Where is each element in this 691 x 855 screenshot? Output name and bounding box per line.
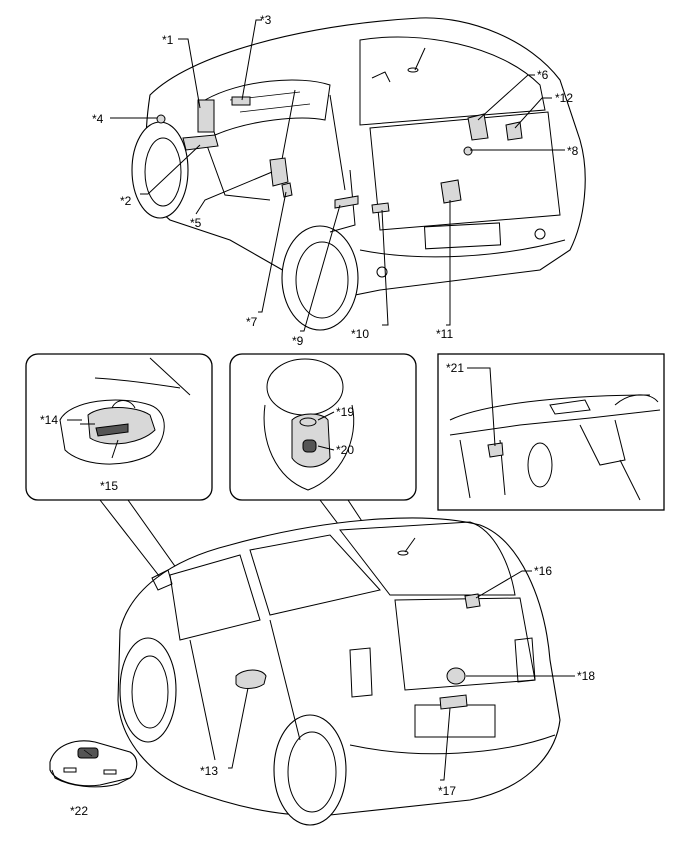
label-2: *2 bbox=[120, 194, 132, 208]
leader-19 bbox=[317, 411, 335, 421]
part-16 bbox=[464, 593, 481, 609]
leader-13 bbox=[228, 687, 249, 769]
bottom-vehicle-illustration bbox=[117, 517, 561, 826]
label-12: *12 bbox=[555, 91, 573, 105]
label-18: *18 bbox=[577, 669, 595, 683]
part-17 bbox=[439, 694, 468, 710]
part-6 bbox=[467, 113, 489, 141]
top-vehicle-illustration bbox=[131, 17, 586, 331]
label-4: *4 bbox=[92, 112, 104, 126]
label-9: *9 bbox=[292, 334, 304, 348]
part-13 bbox=[235, 669, 267, 689]
label-15: *15 bbox=[100, 479, 118, 493]
label-1: *1 bbox=[162, 33, 174, 47]
part-2 bbox=[182, 134, 219, 151]
part-12 bbox=[505, 121, 523, 141]
label-8: *8 bbox=[567, 144, 579, 158]
label-11: *11 bbox=[436, 327, 453, 341]
leader-16 bbox=[475, 570, 532, 599]
part-18 bbox=[446, 667, 466, 685]
label-19: *19 bbox=[336, 405, 354, 419]
label-7: *7 bbox=[246, 315, 258, 329]
label-10: *10 bbox=[351, 327, 369, 341]
smart-key-illustration bbox=[49, 740, 138, 788]
leader-15 bbox=[111, 439, 119, 459]
part-9 bbox=[334, 195, 359, 209]
label-22: *22 bbox=[70, 804, 88, 818]
part-5 bbox=[269, 157, 289, 187]
leader-17 bbox=[440, 707, 451, 781]
leader-21 bbox=[467, 367, 496, 447]
part-1 bbox=[197, 99, 215, 133]
leader-20 bbox=[317, 445, 335, 451]
detail-box-back-door-switch bbox=[229, 353, 417, 501]
detail-box-door-handle bbox=[25, 353, 213, 501]
detail-box-instrument-panel bbox=[437, 353, 665, 511]
label-13: *13 bbox=[200, 764, 218, 778]
label-20: *20 bbox=[336, 443, 354, 457]
part-8 bbox=[463, 146, 473, 156]
label-5: *5 bbox=[190, 216, 202, 230]
label-14: *14 bbox=[40, 413, 58, 427]
part-3 bbox=[231, 96, 251, 106]
part-11 bbox=[440, 179, 462, 204]
part-7 bbox=[281, 182, 293, 198]
label-21: *21 bbox=[446, 361, 464, 375]
label-6: *6 bbox=[537, 68, 549, 82]
top-vehicle-parts bbox=[156, 96, 523, 214]
top-leader-lines bbox=[110, 19, 565, 332]
label-3: *3 bbox=[260, 13, 272, 27]
bottom-vehicle-parts bbox=[235, 593, 481, 710]
part-4 bbox=[156, 114, 166, 124]
label-16: *16 bbox=[534, 564, 552, 578]
leader-14 bbox=[67, 419, 95, 425]
label-17: *17 bbox=[438, 784, 456, 798]
part-10 bbox=[371, 202, 390, 214]
